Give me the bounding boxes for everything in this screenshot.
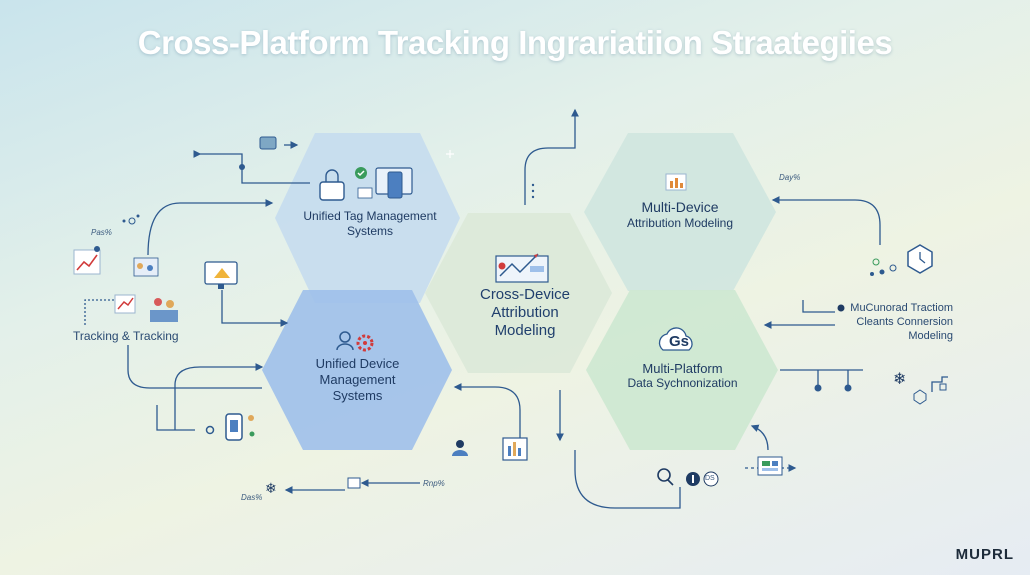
data-sync-subtitle: Data Sychnonization	[627, 376, 738, 390]
window-icon	[259, 136, 277, 150]
hex-cross-device[interactable]	[425, 213, 612, 373]
chart-trend-icon	[73, 246, 101, 275]
hex-tag-management[interactable]	[275, 133, 460, 303]
pas-label: Pas%	[91, 228, 112, 237]
bar-icon-orange	[665, 173, 687, 191]
info-dot-icon	[686, 472, 700, 486]
snowflake-icon: ❄	[265, 481, 277, 497]
hexagon-small-icon	[913, 389, 927, 405]
right-label-line-2: Cleants Connersion	[856, 316, 953, 328]
check-icon	[355, 167, 367, 179]
tracking-label: Tracking & Tracking	[73, 329, 179, 343]
right-label-line-1: MuCunorad Tractiom	[850, 302, 953, 314]
hex-data-sync[interactable]	[586, 290, 778, 450]
ds-badge-icon	[703, 471, 719, 487]
rnp-label: Rnp%	[423, 479, 445, 488]
small-window-icon	[347, 477, 361, 489]
brand-logo: MUPRL	[955, 546, 1014, 563]
analytics-icon	[114, 294, 136, 314]
das-label: Das%	[241, 493, 263, 502]
person-icon	[336, 331, 354, 351]
multi-device-subtitle: Attribution Modeling	[626, 216, 734, 230]
map-analytics-icon	[495, 253, 549, 283]
dot-icon	[205, 425, 215, 435]
ds-label: DS	[705, 475, 715, 482]
molecule-icon	[870, 258, 897, 276]
people-icon	[133, 257, 159, 277]
cross-device-label: Cross-Device Attribution Modeling	[479, 286, 570, 339]
flow-icon	[931, 376, 948, 392]
cloud-gs-icon	[658, 327, 693, 351]
hex-device-management[interactable]	[262, 290, 452, 450]
device-management-label: Unified Device Management Systems	[315, 356, 400, 403]
day-label: Day%	[779, 173, 801, 182]
multi-device-title: Multi-Device	[641, 199, 719, 215]
svg-text:❄: ❄	[893, 369, 906, 388]
lock-icon	[319, 169, 345, 201]
hex-multi-device[interactable]	[584, 133, 776, 291]
monitor-icon	[204, 261, 238, 289]
dashboard-icon	[757, 456, 783, 476]
right-label-line-3: Modeling	[908, 330, 953, 342]
search-icon	[657, 468, 674, 486]
vertical-dots-icon	[531, 183, 535, 199]
connectors	[84, 108, 881, 509]
page-title: Cross-Platform Tracking Ingrariatiion St…	[137, 24, 893, 61]
network-icon	[122, 214, 140, 225]
phone-icon	[225, 413, 255, 441]
gs-badge: Gs	[668, 333, 689, 350]
bar-chart-icon	[502, 437, 528, 461]
snowflake-right-icon: ❄	[893, 369, 906, 388]
tag-management-label: Unified Tag Management Systems	[303, 209, 437, 238]
device-screens-icon	[357, 167, 413, 199]
gear-icon	[356, 334, 374, 352]
user-avatar-icon	[452, 440, 468, 456]
team-icon	[150, 298, 178, 322]
clock-hex-icon	[907, 244, 933, 274]
data-sync-title: Multi-Platform	[642, 361, 723, 376]
svg-text:❄: ❄	[265, 481, 277, 497]
sparkle-icon	[446, 150, 454, 158]
